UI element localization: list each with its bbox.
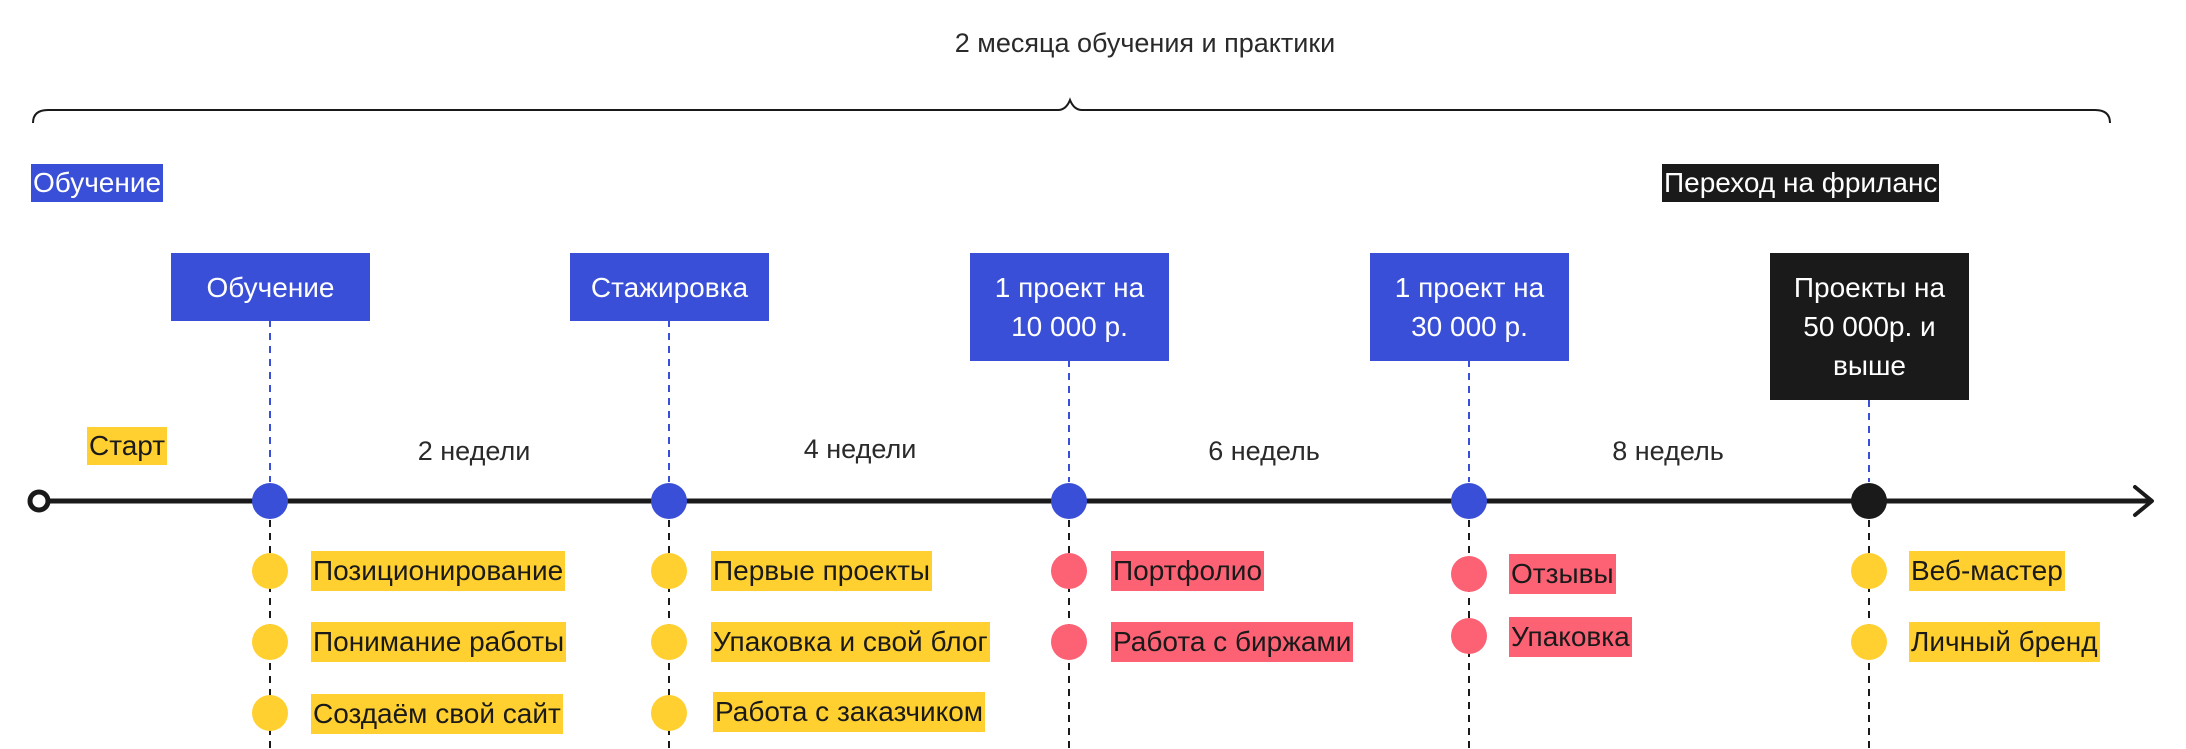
bullet-dot [252, 695, 288, 731]
diagram-title: 2 месяца обучения и практики [954, 28, 1336, 58]
bullet-dot [1851, 553, 1887, 589]
milestone-label-4: 1 проект на 30 000 р. [1394, 272, 1545, 342]
list-item: Отзывы [1509, 554, 1616, 594]
axis-start-circle [27, 489, 51, 513]
list-item: Упаковка [1509, 617, 1632, 657]
bullet-dot [651, 624, 687, 660]
duration-label-2: 4 недели [803, 434, 917, 464]
bullet-dot [651, 695, 687, 731]
milestone-box-2: Стажировка [570, 253, 769, 321]
bullet-dot [1451, 618, 1487, 654]
milestone-node-5 [1851, 483, 1887, 519]
milestone-box-1: Обучение [171, 253, 370, 321]
list-item: Личный бренд [1909, 622, 2100, 662]
list-item: Упаковка и свой блог [711, 622, 990, 662]
bullet-dot [651, 553, 687, 589]
axis-arrowhead [2133, 485, 2154, 517]
start-label: Старт [87, 427, 168, 465]
list-item: Работа с заказчиком [713, 692, 986, 732]
milestone-node-4 [1451, 483, 1487, 519]
bullet-dot [1051, 553, 1087, 589]
list-item: Позиционирование [311, 551, 566, 591]
bullet-dot [1451, 556, 1487, 592]
list-item: Веб-мастер [1909, 551, 2065, 591]
duration-label-1: 2 недели [417, 436, 531, 466]
bullet-dot [252, 624, 288, 660]
bullet-dot [1051, 624, 1087, 660]
list-item: Работа с биржами [1111, 622, 1354, 662]
list-item: Понимание работы [311, 622, 567, 662]
bullet-dot [1851, 624, 1887, 660]
curly-brace [32, 97, 2111, 124]
milestone-label-5: Проекты на 50 000р. и выше [1793, 272, 1946, 381]
duration-label-4: 8 недель [1612, 436, 1724, 466]
phase-tag-learning: Обучение [31, 164, 164, 202]
phase-tag-freelance: Переход на фриланс [1662, 164, 1940, 202]
list-item: Портфолио [1111, 551, 1265, 591]
milestone-box-3: 1 проект на 10 000 р. [970, 253, 1169, 361]
milestone-label-3: 1 проект на 10 000 р. [994, 272, 1145, 342]
bullet-dot [252, 553, 288, 589]
milestone-node-1 [252, 483, 288, 519]
list-item: Создаём свой сайт [311, 694, 563, 734]
list-item: Первые проекты [711, 551, 933, 591]
milestone-label-2: Стажировка [590, 271, 749, 303]
duration-label-3: 6 недель [1208, 436, 1320, 466]
milestone-node-3 [1051, 483, 1087, 519]
milestone-box-5: Проекты на 50 000р. и выше [1770, 253, 1969, 400]
milestone-node-2 [651, 483, 687, 519]
milestone-box-4: 1 проект на 30 000 р. [1370, 253, 1569, 361]
milestone-label-1: Обучение [206, 271, 335, 303]
